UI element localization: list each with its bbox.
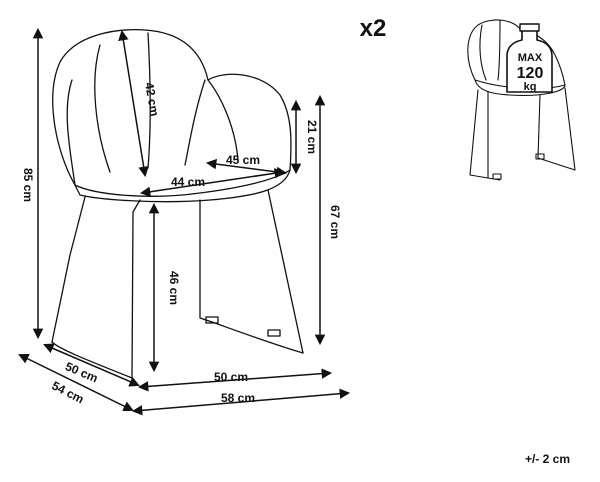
load-max-label: MAX <box>518 52 543 64</box>
label-seat-width: 45 cm <box>226 153 260 167</box>
dim-line-total-width <box>131 388 351 416</box>
chair-backrest <box>52 29 292 186</box>
dim-line-backrest-height <box>118 29 149 178</box>
label-total-width: 58 cm <box>221 391 255 405</box>
label-armrest-floor-height: 67 cm <box>328 205 342 239</box>
mini-chair-leg <box>537 87 576 171</box>
leg-foot-pad <box>205 316 219 324</box>
mini-chair-leg <box>469 89 501 181</box>
load-value: 120 <box>517 65 544 82</box>
chair-leg <box>199 199 213 323</box>
quantity-label: x2 <box>360 15 387 42</box>
label-total-depth: 54 cm <box>49 378 86 406</box>
load-capacity-illustration <box>467 19 576 181</box>
chair-leg <box>51 196 86 343</box>
label-armrest-height: 21 cm <box>305 120 319 154</box>
tolerance-note: +/- 2 cm <box>525 452 570 466</box>
load-unit: kg <box>524 81 537 93</box>
dim-line-base-width <box>137 368 333 392</box>
label-total-height: 85 cm <box>21 168 35 202</box>
chair-drawing <box>51 29 304 379</box>
label-base-width: 50 cm <box>214 370 248 384</box>
label-seat-height: 46 cm <box>167 271 181 305</box>
backrest-channel <box>184 79 206 166</box>
label-seat-depth: 44 cm <box>171 175 205 189</box>
chair-leg <box>211 321 304 354</box>
backrest-channel <box>94 44 111 173</box>
dim-line-total-depth <box>18 353 134 412</box>
dim-line-seat-depth <box>139 168 286 197</box>
label-backrest-height: 42 cm <box>142 81 162 117</box>
leg-foot-pad <box>267 329 281 337</box>
chair-armrest <box>207 79 239 161</box>
chair-leg <box>267 189 304 354</box>
chair-leg <box>131 199 141 379</box>
weight-icon <box>506 29 553 93</box>
